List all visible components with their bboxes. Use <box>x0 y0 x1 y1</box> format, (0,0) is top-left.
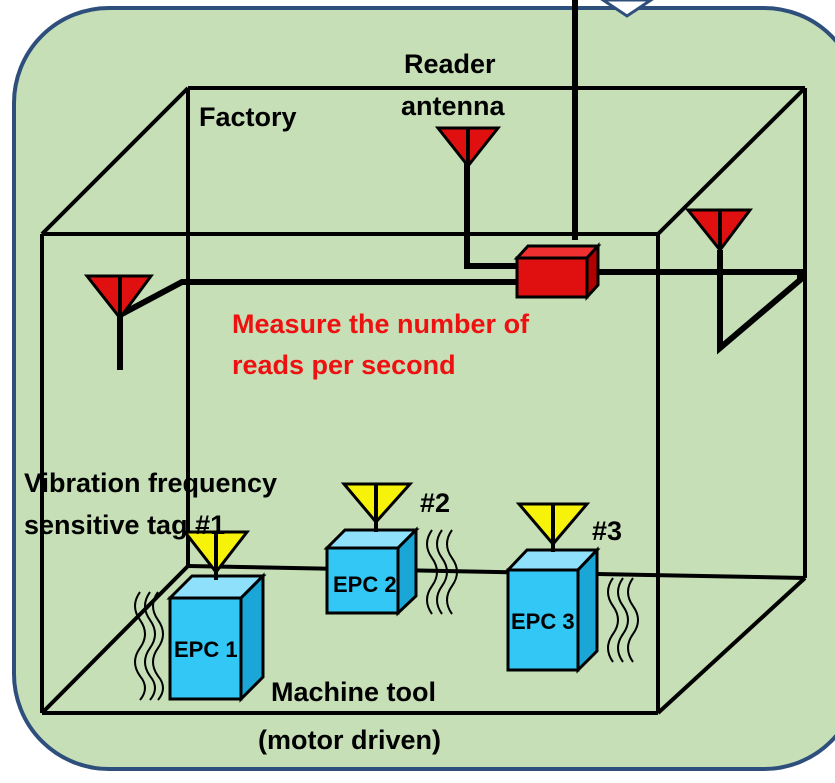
reader-antenna-left-icon <box>83 274 154 321</box>
factory-cube <box>40 86 807 715</box>
machine-epc-1-label: EPC 1 <box>174 637 238 662</box>
tag-label-line1: Vibration frequency <box>24 468 277 498</box>
machine-epc-3-label: EPC 3 <box>511 609 575 634</box>
tag2-label: #2 <box>420 488 450 518</box>
measure-label-line2: reads per second <box>232 350 456 380</box>
vibration-waves-3-icon <box>607 577 639 663</box>
callout-arrow-icon <box>600 0 654 18</box>
reader-antenna-label-line2: antenna <box>401 91 506 121</box>
tag-antenna-2-icon <box>340 482 414 532</box>
reader-antenna-top-icon <box>434 126 502 169</box>
reader-antenna-label-line1: Reader <box>404 49 496 79</box>
machine-epc-1: EPC 1 <box>166 572 267 703</box>
reader-box-icon <box>513 242 602 301</box>
tag-label-line2: sensitive tag #1 <box>24 510 225 540</box>
vibration-waves-2-icon <box>426 529 458 615</box>
reader-cables <box>117 0 803 370</box>
machine-tool-label-line2: (motor driven) <box>258 725 441 755</box>
tag-antenna-1-icon <box>181 530 251 580</box>
tag-antenna-3-icon <box>515 502 591 552</box>
factory-label: Factory <box>199 102 297 132</box>
machine-epc-2: EPC 2 <box>323 526 420 617</box>
machine-tool-label-line1: Machine tool <box>271 677 436 707</box>
measure-label-line1: Measure the number of <box>232 309 530 339</box>
tag3-label: #3 <box>592 516 622 546</box>
machine-epc-2-label: EPC 2 <box>333 572 397 597</box>
vibration-waves-1-icon <box>134 591 164 701</box>
reader-antenna-right-icon <box>684 208 753 253</box>
machine-epc-3: EPC 3 <box>504 546 601 674</box>
